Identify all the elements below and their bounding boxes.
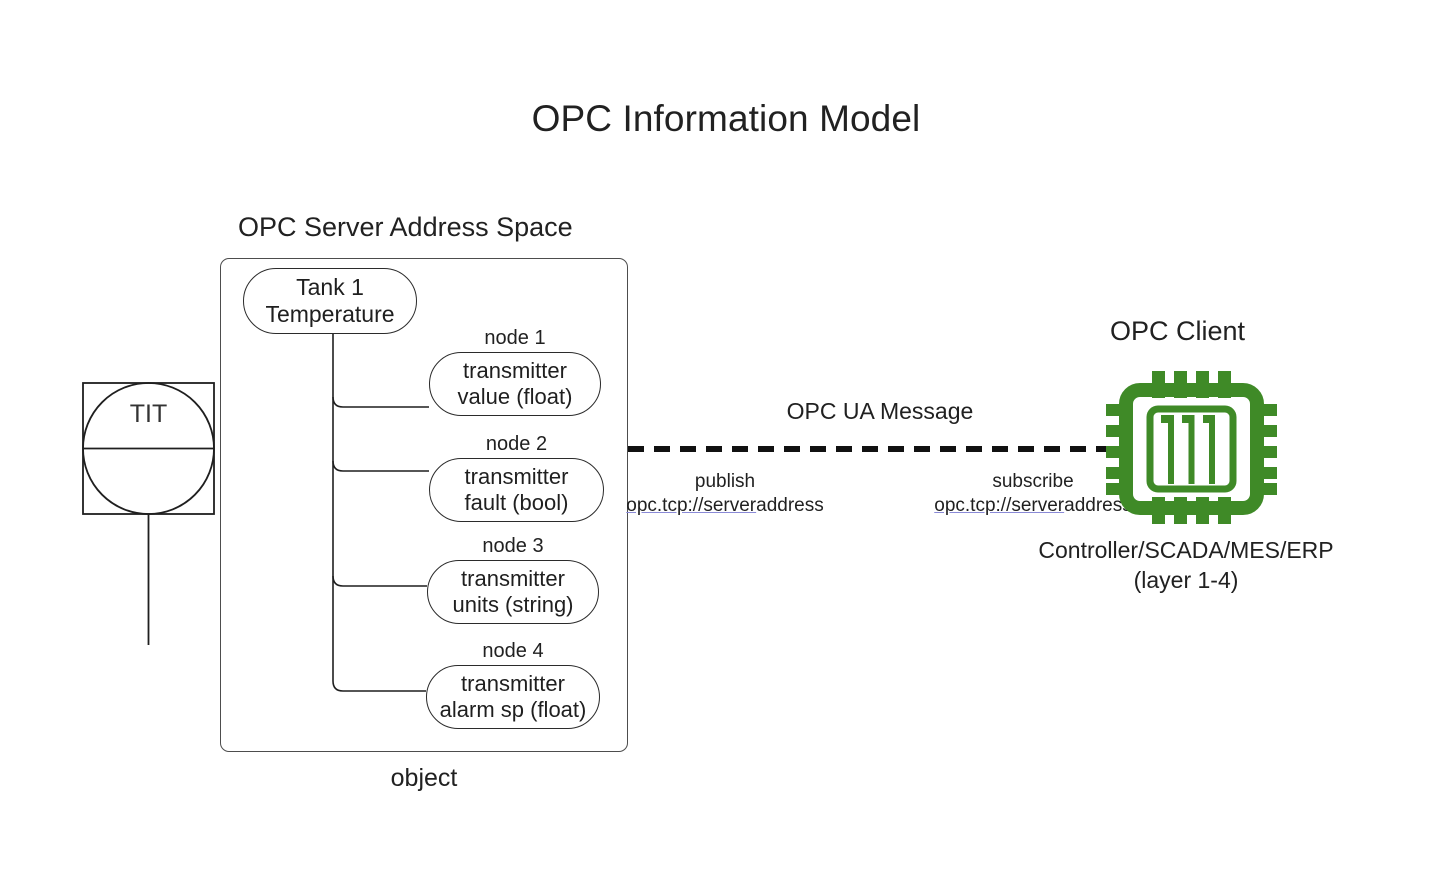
client-caption-line2: (layer 1-4) — [1133, 566, 1239, 593]
client-caption-line1: Controller/SCADA/MES/ERP — [1038, 537, 1334, 563]
page-title: OPC Information Model — [531, 98, 921, 139]
opc-client-heading: OPC Client — [1110, 316, 1246, 346]
node-1-line1: transmitter — [463, 358, 567, 384]
node-2-text: transmitter fault (bool) — [465, 464, 569, 515]
opc-client-caption: Controller/SCADA/MES/ERP (layer 1-4) — [1000, 536, 1372, 596]
server-address-space-container — [220, 258, 628, 752]
publish-action-label: publish — [694, 471, 756, 492]
node-2-line1: transmitter — [464, 464, 569, 490]
node-2-transmitter-fault[interactable]: transmitter fault (bool) — [429, 458, 604, 522]
subscribe-url-link[interactable]: opc.tcp://server — [934, 494, 1065, 516]
instrument-tag-label: TIT — [129, 400, 168, 428]
node-4-caption: node 4 — [482, 640, 544, 662]
node-1-text: transmitter value (float) — [458, 358, 573, 409]
subscribe-endpoint: subscribe opc.tcp://serveraddress — [913, 471, 1153, 517]
publish-url-link[interactable]: opc.tcp://server — [626, 494, 757, 516]
node-1-caption: node 1 — [484, 327, 546, 349]
node-1-transmitter-value[interactable]: transmitter value (float) — [429, 352, 601, 416]
node-1-line2: value (float) — [457, 384, 573, 409]
node-4-transmitter-alarm-sp[interactable]: transmitter alarm sp (float) — [426, 665, 600, 729]
chip-notch-3 — [1203, 415, 1211, 423]
subscribe-url: opc.tcp://serveraddress — [913, 494, 1153, 517]
opc-ua-message-label: OPC UA Message — [786, 398, 974, 424]
node-root-line2: Temperature — [265, 301, 395, 327]
node-4-line1: transmitter — [461, 671, 565, 697]
subscribe-action-label: subscribe — [992, 471, 1074, 492]
node-4-text: transmitter alarm sp (float) — [440, 671, 587, 722]
publish-endpoint: publish opc.tcp://serveraddress — [605, 471, 845, 517]
object-label: object — [390, 764, 458, 792]
node-2-line2: fault (bool) — [464, 490, 569, 515]
server-address-space-heading: OPC Server Address Space — [238, 212, 573, 242]
subscribe-url-rest: address — [1064, 494, 1132, 516]
chip-inner-frame — [1146, 405, 1237, 493]
publish-url: opc.tcp://serveraddress — [605, 494, 845, 517]
node-3-line2: units (string) — [452, 592, 574, 617]
chip-notch-1 — [1161, 415, 1169, 423]
node-2-caption: node 2 — [485, 433, 548, 455]
node-root-text: Tank 1 Temperature — [265, 274, 394, 327]
node-4-line2: alarm sp (float) — [439, 697, 587, 722]
publish-url-rest: address — [756, 494, 824, 516]
node-3-transmitter-units[interactable]: transmitter units (string) — [427, 560, 599, 624]
chip-notch-2 — [1182, 415, 1190, 423]
node-3-line1: transmitter — [461, 566, 565, 592]
node-root-tank1-temperature[interactable]: Tank 1 Temperature — [243, 268, 417, 334]
node-root-line1: Tank 1 — [296, 274, 364, 301]
node-3-caption: node 3 — [482, 535, 544, 557]
node-3-text: transmitter units (string) — [452, 566, 573, 617]
